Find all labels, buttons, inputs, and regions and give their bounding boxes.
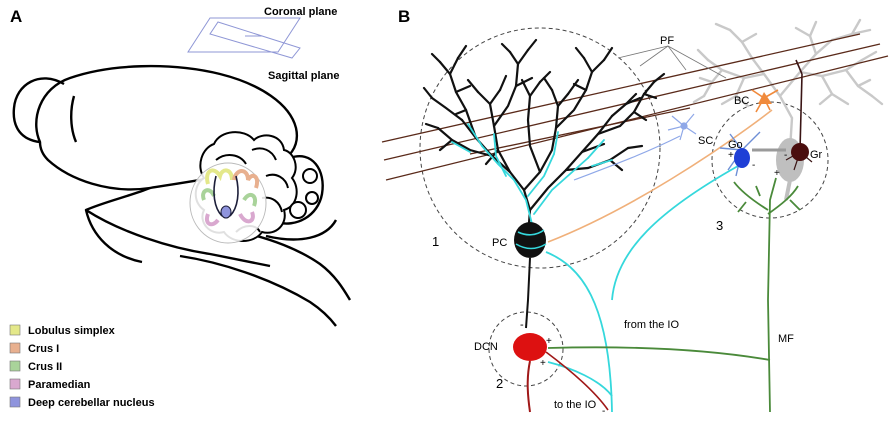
dcn-cell [513,333,609,413]
purkinje-cell-soma [514,222,546,258]
legend-swatch [9,378,21,390]
legend-swatch [9,360,21,372]
coronal-plane-shape [187,17,301,53]
svg-text:+: + [774,168,780,179]
zone-1-label: 1 [432,234,439,249]
plane-orientation-icon [187,17,301,59]
mossy-fiber [547,177,801,413]
stellate-cell [667,113,697,141]
synapse-signs: + + + - + - - [540,150,787,417]
panel-a: A Coronal plane Sagittal plane [9,6,352,409]
legend-label: Lobulus simplex [28,325,116,337]
legend-label: Deep cerebellar nucleus [28,397,155,409]
svg-text:-: - [602,406,605,417]
golgi-cell [719,131,761,177]
dcn-output-axon [526,360,531,413]
stellate-cell-label: SC [698,135,713,147]
dcn-to-io-axon [545,351,609,411]
purkinje-dendrites [422,38,666,238]
dcn-cell-soma [513,333,547,361]
granule-cell-soma [791,143,809,161]
sagittal-plane-shape [209,21,301,59]
basket-cell [751,89,779,113]
panel-b: B [381,7,889,417]
stellate-cell-axon [573,135,681,181]
granule-cell-label: Gr [810,149,823,161]
svg-text:+: + [728,150,734,161]
basket-cell-label: BC [734,95,749,107]
legend-swatch [9,342,21,354]
parallel-fiber-label: PF [660,35,674,47]
golgi-cell-soma [734,148,750,168]
to-io-label: to the IO [554,399,597,411]
dcn-label: DCN [474,341,498,353]
golgi-cell-label: Go [728,139,743,151]
legend-swatch [9,396,21,408]
svg-text:-: - [752,160,755,171]
background-purkinje-cell [692,18,884,152]
zone-3-label: 3 [716,218,723,233]
coronal-section-highlight [189,162,267,244]
zone-2-label: 2 [496,376,503,391]
svg-text:+: + [540,358,546,369]
from-io-label: from the IO [624,319,679,331]
mouse-brain-outline [12,64,352,327]
legend-label: Crus I [28,343,59,355]
legend-label: Paramedian [28,379,91,391]
panel-b-letter: B [398,7,410,26]
panel-a-letter: A [10,7,22,26]
purkinje-cell-label: PC [492,237,507,249]
purkinje-output-sign: - [520,319,524,331]
basket-cell-soma [758,92,772,104]
zone-3-circle [711,101,829,219]
zone-2-circle [488,311,564,387]
basket-cell-axon [547,109,773,243]
legend-swatch [9,324,21,336]
climbing-fiber-dendritic [451,123,613,225]
coronal-plane-label: Coronal plane [264,6,337,18]
mossy-fiber-label: MF [778,333,794,345]
svg-text:+: + [546,336,552,347]
climbing-fiber-pathway [545,165,739,413]
pf-label-pointers [617,45,727,79]
granule-cell [785,59,813,171]
svg-text:-: - [784,150,787,161]
zone-1-circle [419,27,661,269]
legend-label: Crus II [28,361,62,373]
purkinje-axon [525,257,531,329]
sagittal-plane-label: Sagittal plane [268,70,340,82]
